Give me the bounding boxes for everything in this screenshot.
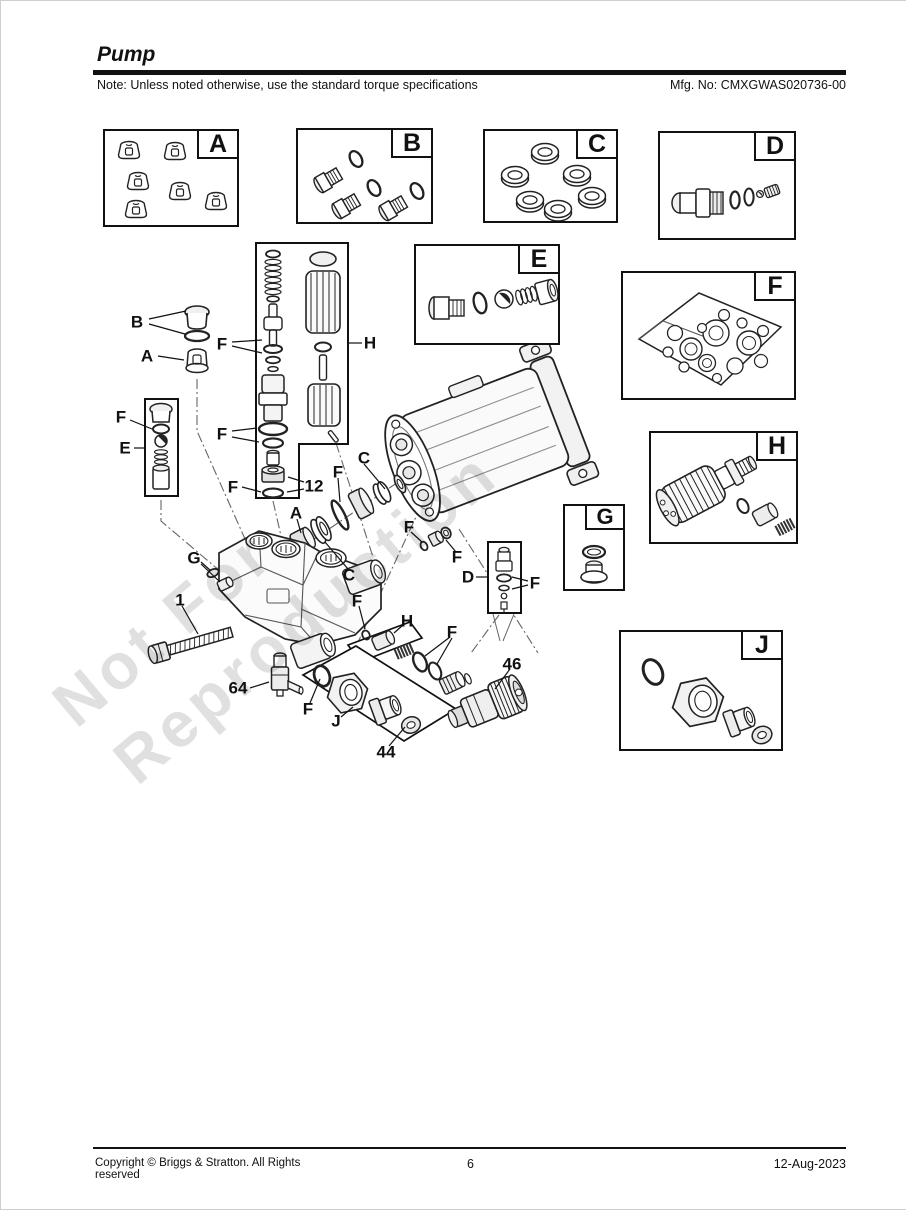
leader-lines [129, 310, 529, 747]
part-callout-d: D [461, 567, 475, 587]
part-callout-f: F [216, 334, 228, 354]
mfg-number: Mfg. No: CMXGWAS020736-00 [670, 78, 846, 92]
part-callout-64: 64 [228, 678, 248, 698]
part-callout-h: H [363, 333, 377, 353]
thermal-relief-valve [270, 652, 304, 697]
part-callout-f: F [403, 517, 415, 537]
kit-g-parts [580, 544, 608, 584]
kit-box-c: C [483, 129, 618, 223]
part-callout-f: F [227, 477, 239, 497]
part-callout-c: C [342, 565, 356, 585]
kit-label-b: B [391, 128, 433, 158]
oring-pair [411, 651, 472, 695]
kit-j-parts [641, 658, 773, 745]
page-number: 6 [467, 1157, 474, 1171]
part-callout-e: E [119, 438, 131, 458]
kit-box-g: G [563, 504, 625, 591]
part-callout-f: F [451, 547, 463, 567]
kit-label-j: J [741, 630, 783, 660]
kit-label-h: H [756, 431, 798, 461]
part-callout-f: F [332, 462, 344, 482]
kit-e-parts [428, 278, 558, 320]
part-callout-g: G [187, 548, 201, 568]
torque-note: Note: Unless noted otherwise, use the st… [97, 78, 478, 92]
kit-box-e: E [414, 244, 560, 345]
kit-box-f: F [621, 271, 796, 400]
kit-label-c: C [576, 129, 618, 159]
manifold [218, 530, 387, 669]
revision-date: 12-Aug-2023 [773, 1157, 846, 1171]
part-callout-f: F [351, 591, 363, 611]
kit-h-parts [655, 455, 796, 537]
kit-label-e: E [518, 244, 560, 274]
kit-box-a: A [103, 129, 239, 227]
bolt [147, 626, 234, 665]
part-callout-f: F [446, 622, 458, 642]
copyright-text: Copyright © Briggs & Stratton. All Right… [95, 1157, 301, 1181]
kit-box-j: J [619, 630, 783, 751]
kit-box-b: B [296, 128, 433, 224]
part-callout-f: F [216, 424, 228, 444]
part-callout-f: F [115, 407, 127, 427]
part-callout-f: F [529, 573, 541, 593]
part-callout-j: J [331, 711, 341, 731]
cap-and-valve-parts [183, 305, 211, 374]
kit-box-h: H [649, 431, 798, 544]
part-callout-a: A [140, 346, 154, 366]
chemical-valve-box-d [487, 541, 522, 642]
kit-d-parts [671, 183, 781, 218]
part-callout-12: 12 [304, 476, 324, 496]
page-title: Pump [97, 43, 156, 66]
part-callout-1: 1 [175, 590, 185, 610]
part-callout-b: B [130, 312, 144, 332]
garden-hose-adapter-group [301, 645, 458, 743]
title-rule [93, 70, 846, 75]
kit-f-parts [637, 292, 783, 386]
kit-label-a: A [197, 129, 239, 159]
part-callout-h: H [400, 611, 414, 631]
part-callout-c: C [357, 448, 371, 468]
part-callout-a: A [289, 503, 303, 523]
part-callout-f: F [302, 699, 314, 719]
watermark: Not For Reproduction [36, 296, 603, 809]
plug-kit-parts [206, 567, 234, 592]
part-callout-46: 46 [502, 654, 522, 674]
kit-box-d: D [658, 131, 796, 240]
check-valve-box-e [144, 398, 179, 497]
header-note-row: Note: Unless noted otherwise, use the st… [97, 78, 846, 92]
part-callout-44: 44 [376, 742, 396, 762]
kit-label-d: D [754, 131, 796, 161]
construction-lines [160, 379, 539, 654]
footer-rule [93, 1147, 846, 1149]
kit-label-g: G [585, 504, 625, 530]
quick-coupler [447, 674, 528, 729]
footer: Copyright © Briggs & Stratton. All Right… [95, 1157, 846, 1181]
kit-label-f: F [754, 271, 796, 301]
unloader-assembly-box [255, 242, 349, 499]
